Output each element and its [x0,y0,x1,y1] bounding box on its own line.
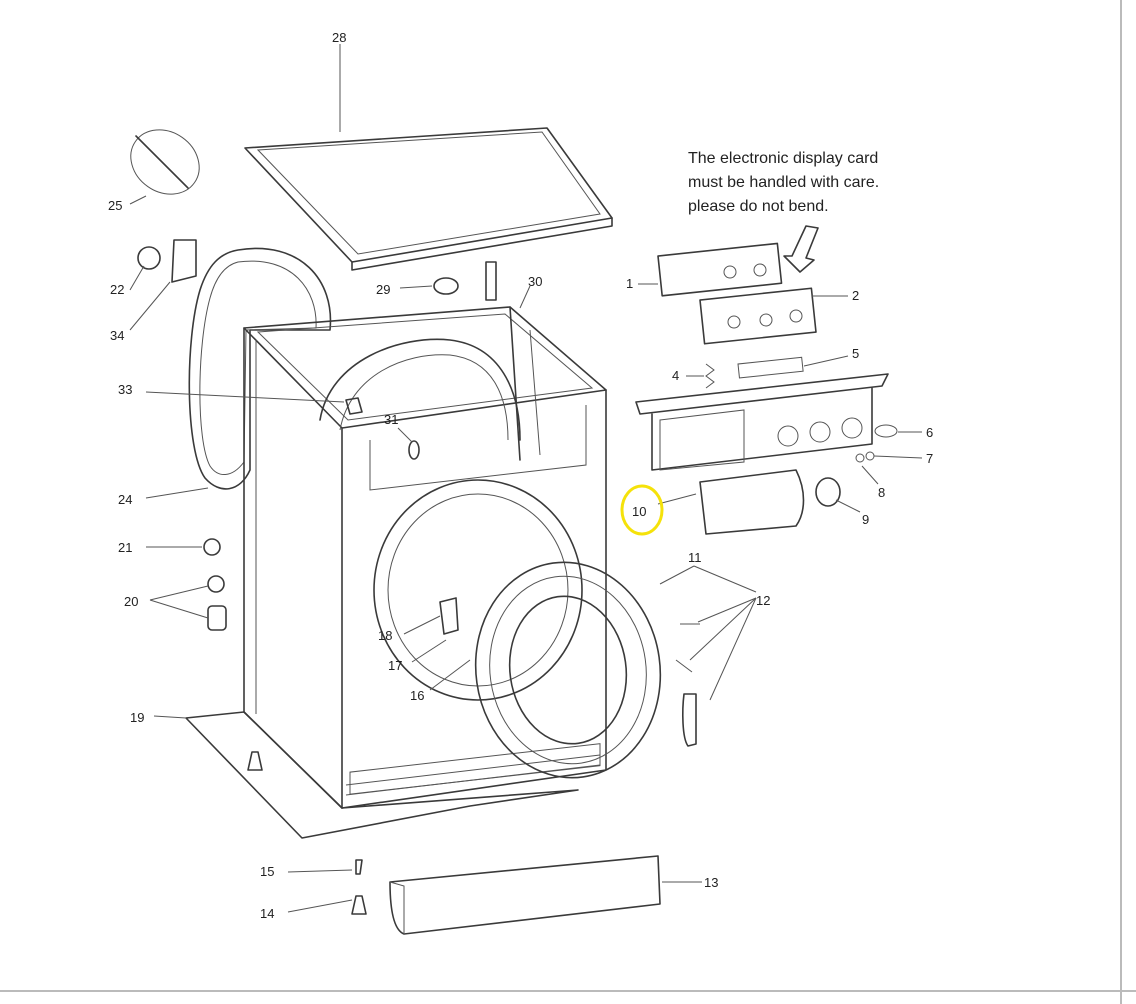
label-33: 33 [118,382,132,397]
label-10: 10 [632,504,646,519]
top-lid [244,127,613,271]
label-11: 11 [688,550,702,565]
label-14: 14 [260,906,274,921]
label-4: 4 [672,368,679,383]
part-labels: 28 25 22 34 29 30 33 31 24 21 20 19 18 1… [108,30,933,921]
label-15: 15 [260,864,274,879]
label-34: 34 [110,328,124,343]
highlight-ring [620,484,664,536]
label-30: 30 [528,274,542,289]
control-panel [635,225,898,507]
label-28: 28 [332,30,346,45]
label-22: 22 [110,282,124,297]
front-door-ring [474,561,662,779]
kick-plate [389,855,661,935]
label-31: 31 [384,412,398,427]
detergent-drawer-front [699,469,805,535]
label-16: 16 [410,688,424,703]
handling-note: The electronic display card must be hand… [688,147,948,219]
leader-lines [129,44,923,913]
label-25: 25 [108,198,122,213]
cabinet-body [243,306,607,809]
label-2: 2 [852,288,859,303]
label-8: 8 [878,485,885,500]
door-seal-gasket [188,247,332,490]
label-20: 20 [124,594,138,609]
small-parts [130,129,700,915]
label-18: 18 [378,628,392,643]
frame-edge-right [1120,0,1122,1004]
label-12: 12 [756,593,770,608]
label-7: 7 [926,451,933,466]
label-29: 29 [376,282,390,297]
label-1: 1 [626,276,633,291]
label-17: 17 [388,658,402,673]
label-24: 24 [118,492,132,507]
note-line-1: The electronic display card [688,150,879,167]
label-5: 5 [852,346,859,361]
note-line-3: please do not bend. [688,198,829,215]
label-19: 19 [130,710,144,725]
note-line-2: must be handled with care. [688,174,880,191]
label-13: 13 [704,875,718,890]
frame-edge-bottom [0,990,1136,992]
label-6: 6 [926,425,933,440]
label-9: 9 [862,512,869,527]
label-21: 21 [118,540,132,555]
base-plate [185,711,579,839]
